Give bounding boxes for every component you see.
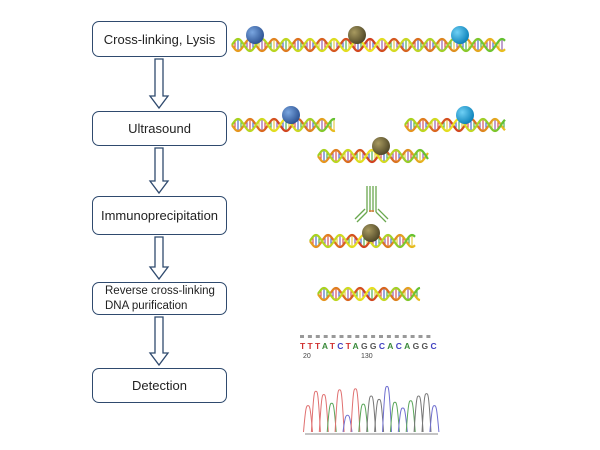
chromatogram-peak: [413, 395, 424, 433]
quality-mark: [363, 335, 368, 338]
sequence-base: G: [369, 341, 379, 351]
chromatogram-peak: [342, 414, 353, 433]
quality-mark: [371, 335, 376, 338]
quality-mark: [410, 335, 415, 338]
chromatogram-peak: [318, 394, 329, 433]
chromatogram-peak: [334, 389, 345, 433]
sequence-base: T: [315, 341, 322, 351]
sequence-base: A: [387, 341, 396, 351]
chromatogram-peak: [421, 393, 432, 433]
protein-blue: [246, 26, 264, 44]
flow-arrow-icon: [148, 147, 170, 195]
chromatogram-peak: [310, 390, 321, 433]
step-label: Ultrasound: [128, 121, 191, 136]
sequence-base: T: [345, 341, 353, 351]
step-label-line1: Reverse cross-linking: [105, 284, 215, 297]
protein-olive: [362, 224, 380, 242]
step-label: Immunoprecipitation: [100, 208, 219, 223]
flow-arrow-icon: [148, 236, 170, 281]
dna-helix-icon: [231, 37, 506, 53]
sequence-base: A: [352, 341, 361, 351]
sequence-base: G: [360, 341, 370, 351]
quality-mark: [379, 335, 383, 338]
step-crosslinking-box: Cross-linking, Lysis: [92, 21, 227, 57]
chromatogram-peak: [350, 388, 361, 433]
antibody-icon: [354, 186, 389, 223]
step-label: Detection: [132, 378, 187, 393]
chromatogram-peak: [303, 405, 313, 433]
quality-mark: [386, 335, 391, 338]
chromatogram-peak: [382, 385, 392, 433]
sequence-base: T: [329, 341, 338, 351]
quality-mark: [347, 335, 352, 338]
step-ultrasound-box: Ultrasound: [92, 111, 227, 146]
quality-mark: [339, 335, 344, 338]
quality-mark: [402, 335, 407, 338]
quality-mark: [394, 335, 399, 338]
protein-olive: [348, 26, 366, 44]
chromatogram-peak: [397, 407, 408, 433]
flow-arrow-icon: [148, 316, 170, 367]
sequence-base: C: [378, 341, 388, 351]
sequence-base: C: [337, 341, 346, 351]
sequence-base: T: [307, 341, 315, 351]
protein-blue: [282, 106, 300, 124]
protein-olive: [372, 137, 390, 155]
quality-mark: [418, 335, 423, 338]
quality-mark: [315, 335, 320, 338]
dna-helix-icon: [231, 117, 336, 133]
sequence-base: A: [321, 341, 330, 351]
dna-helix-icon: [404, 117, 506, 133]
sequence-bases: TTTATCTAGGCACAGGC: [300, 341, 439, 351]
chromatogram-peak: [405, 400, 416, 433]
quality-mark: [300, 335, 304, 338]
chromatogram: [303, 385, 440, 433]
step-detection-box: Detection: [92, 368, 227, 403]
sequence-position: 20: [303, 353, 311, 360]
chromatogram-peak: [389, 401, 400, 433]
sequence-base: G: [421, 341, 431, 351]
chromatogram-peak: [326, 402, 337, 433]
sequence-base: T: [300, 341, 308, 351]
sequence-base: C: [395, 341, 405, 351]
sequence-base: A: [404, 341, 413, 351]
quality-mark: [323, 335, 328, 338]
chromatogram-peak: [429, 405, 440, 433]
chromatogram-peak: [374, 398, 385, 433]
quality-mark: [426, 335, 431, 338]
sequence-base: C: [430, 341, 439, 351]
sequence-position: 130: [361, 353, 373, 360]
quality-mark: [331, 335, 336, 338]
quality-mark: [355, 335, 360, 338]
flow-arrow-icon: [148, 58, 170, 110]
quality-mark: [307, 335, 312, 338]
dna-helix-icon: [317, 286, 421, 302]
dna-helix-icon: [309, 233, 416, 249]
step-label-line2: DNA purification: [105, 299, 188, 312]
protein-cyan: [451, 26, 469, 44]
step-label: Cross-linking, Lysis: [103, 31, 216, 47]
step-reverse-crosslinking-box: Reverse cross-linking DNA purification: [92, 282, 227, 315]
sequence-base: G: [412, 341, 422, 351]
dna-helix-icon: [317, 148, 429, 164]
chromatogram-peak: [366, 395, 377, 433]
protein-cyan: [456, 106, 474, 124]
chromatogram-peak: [358, 403, 369, 433]
step-immunoprecipitation-box: Immunoprecipitation: [92, 196, 227, 235]
